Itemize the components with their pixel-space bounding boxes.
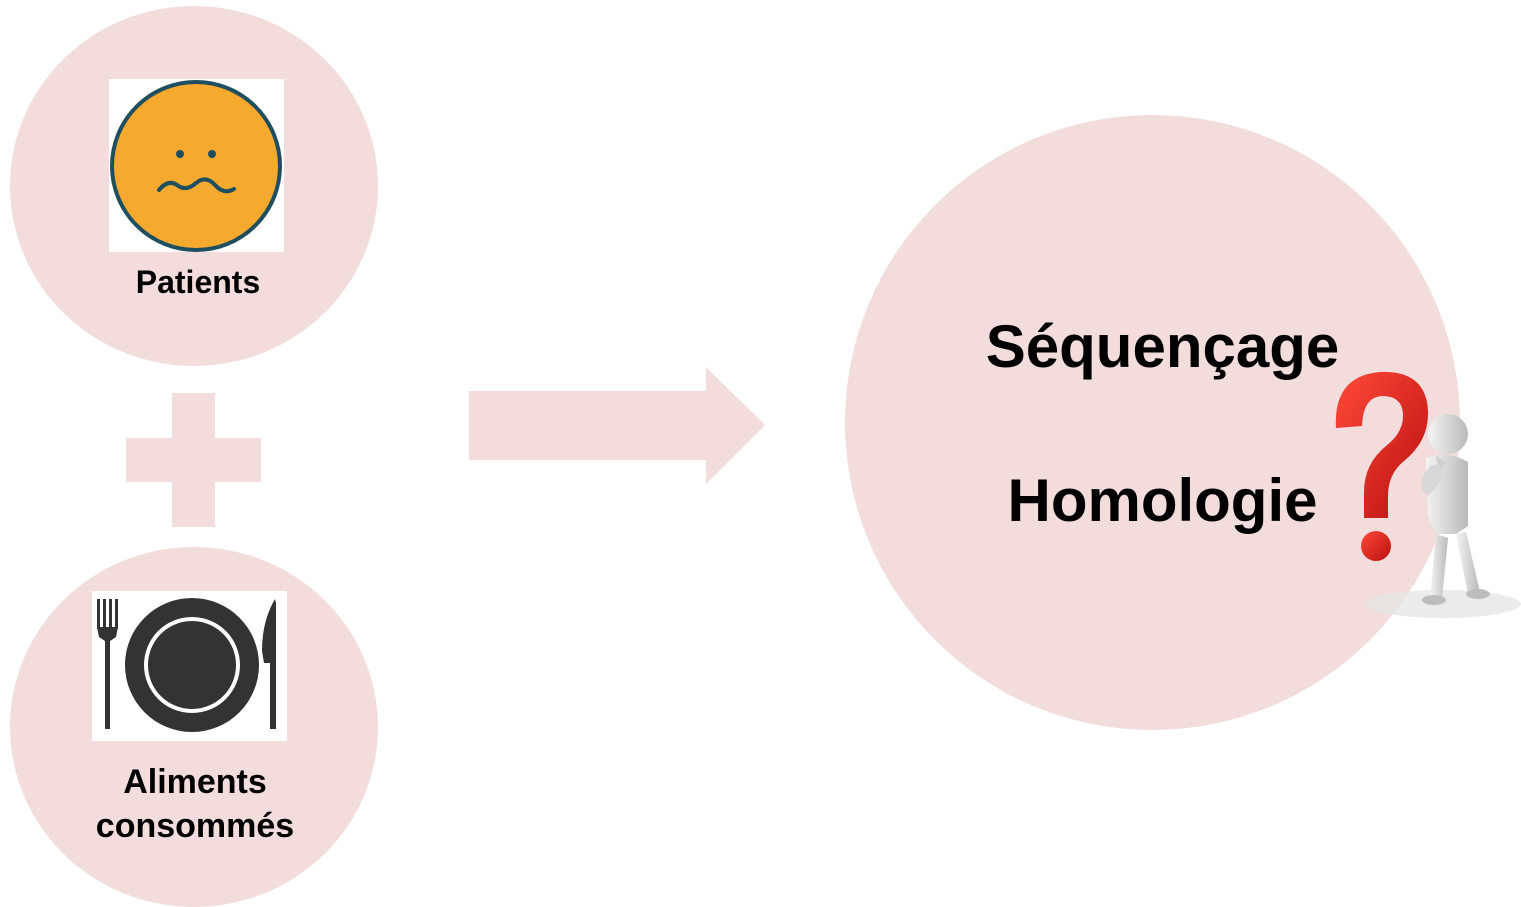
aliments-label-line2: consommés — [95, 807, 295, 845]
plus-icon — [126, 393, 261, 527]
patients-label: Patients — [135, 264, 261, 300]
sequencage-label: Séquençage — [985, 313, 1340, 380]
aliments-label-line1: Aliments — [123, 763, 267, 801]
plate-fork-knife-icon — [92, 591, 287, 741]
aliments-label: Aliments consommés — [60, 760, 330, 848]
worried-face-icon — [109, 79, 284, 252]
homologie-label: Homologie — [1007, 467, 1318, 534]
arrow-right-icon — [469, 367, 765, 484]
question-mark-thinking-figure-icon — [1318, 366, 1521, 628]
